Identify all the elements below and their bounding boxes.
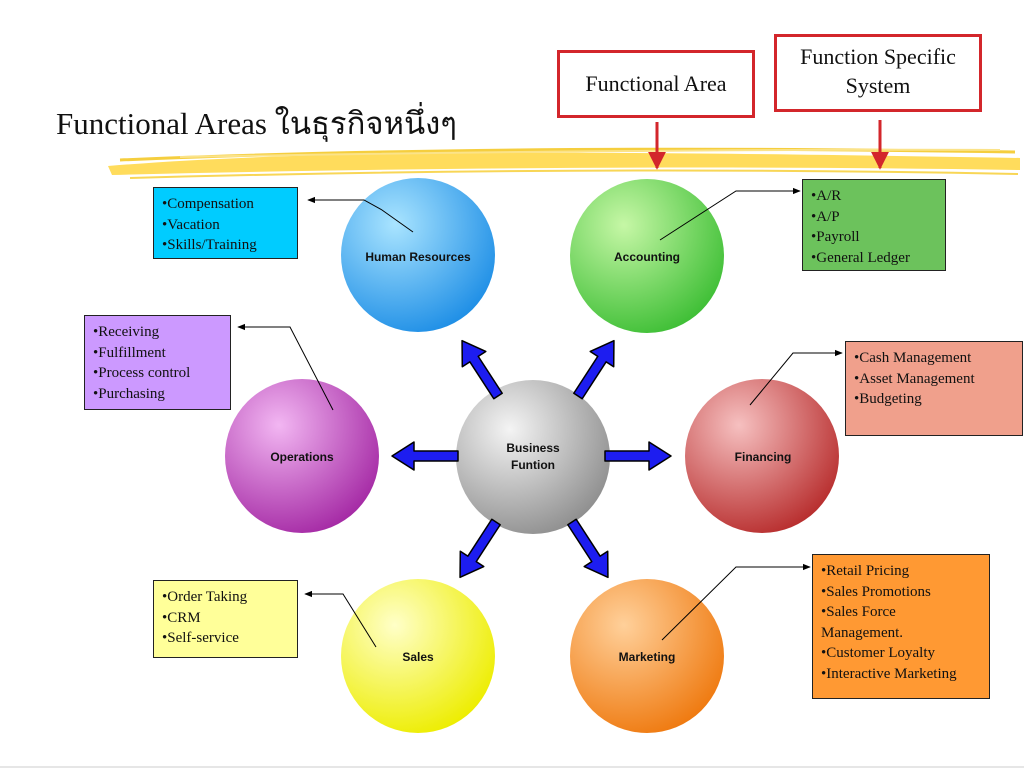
business-function-circle [456,380,610,534]
functional-area-callout: Functional Area [557,50,755,118]
list-item: •Process control [93,365,191,381]
footer-divider [0,766,1024,768]
page-title: Functional Areas ในธุรกิจหนึ่งๆ [56,106,457,141]
list-item: •Self-service [162,630,239,646]
accounting-list-box: •A/R •A/P •Payroll •General Ledger [802,179,946,271]
operations-label: Operations [270,450,334,464]
list-item: •Receiving [93,324,160,340]
list-item: •Cash Management [854,350,972,366]
operations-list-box: •Receiving •Fulfillment •Process control… [84,315,231,410]
financing-connector [749,349,843,406]
center-label-line2: Funtion [511,458,555,472]
list-item: •General Ledger [811,249,910,266]
list-item: •Sales Force [821,604,896,620]
accounting-connector [659,187,801,241]
list-item: •Order Taking [162,589,248,605]
arrow-to-hr [449,332,511,405]
arrow-to-marketing [559,513,621,586]
list-item: •Compensation [162,196,254,212]
sales-circle [341,579,495,733]
financing-circle [685,379,839,533]
highlighter-stroke [108,147,1020,179]
functional-area-callout-text: Functional Area [585,71,727,96]
accounting-circle [570,179,724,333]
list-item: •Sales Promotions [821,583,931,600]
list-item: •Vacation [162,216,220,233]
list-item: •A/R [811,188,842,204]
list-item: •Customer Loyalty [821,645,935,661]
list-item: •Purchasing [93,385,165,402]
operations-circle [225,379,379,533]
list-item: •CRM [162,609,201,626]
list-item: •Payroll [811,229,860,245]
center-label-line1: Business [506,441,560,455]
hr-list-box: •Compensation •Vacation •Skills/Training [153,187,298,259]
arrow-to-accounting [565,332,627,405]
list-item: •Retail Pricing [821,563,910,579]
marketing-list-box: •Retail Pricing •Sales Promotions •Sales… [812,554,990,699]
list-item: Management. [821,624,904,641]
list-item: •A/P [811,208,840,225]
arrow-to-operations [391,441,459,471]
financing-label: Financing [735,450,792,464]
hr-label: Human Resources [365,250,471,264]
list-item: •Fulfillment [93,344,166,361]
arrow-to-sales [447,513,509,586]
operations-connector [237,323,334,411]
function-specific-callout: Function Specific System [774,34,982,112]
hr-connector [307,196,414,233]
list-item: •Skills/Training [162,237,257,253]
hr-circle [341,178,495,332]
list-item: •Budgeting [854,391,922,407]
function-specific-callout-line2: System [845,72,911,98]
marketing-label: Marketing [619,650,676,664]
sales-label: Sales [402,650,434,664]
list-item: •Interactive Marketing [821,665,957,682]
accounting-label: Accounting [614,250,680,264]
list-item: •Asset Management [854,370,975,387]
function-specific-callout-line1: Function Specific [800,44,956,69]
sales-connector [304,590,377,648]
sales-list-box: •Order Taking •CRM •Self-service [153,580,298,658]
marketing-connector [661,563,811,641]
arrow-to-financing [604,441,672,471]
financing-list-box: •Cash Management •Asset Management •Budg… [845,341,1023,436]
